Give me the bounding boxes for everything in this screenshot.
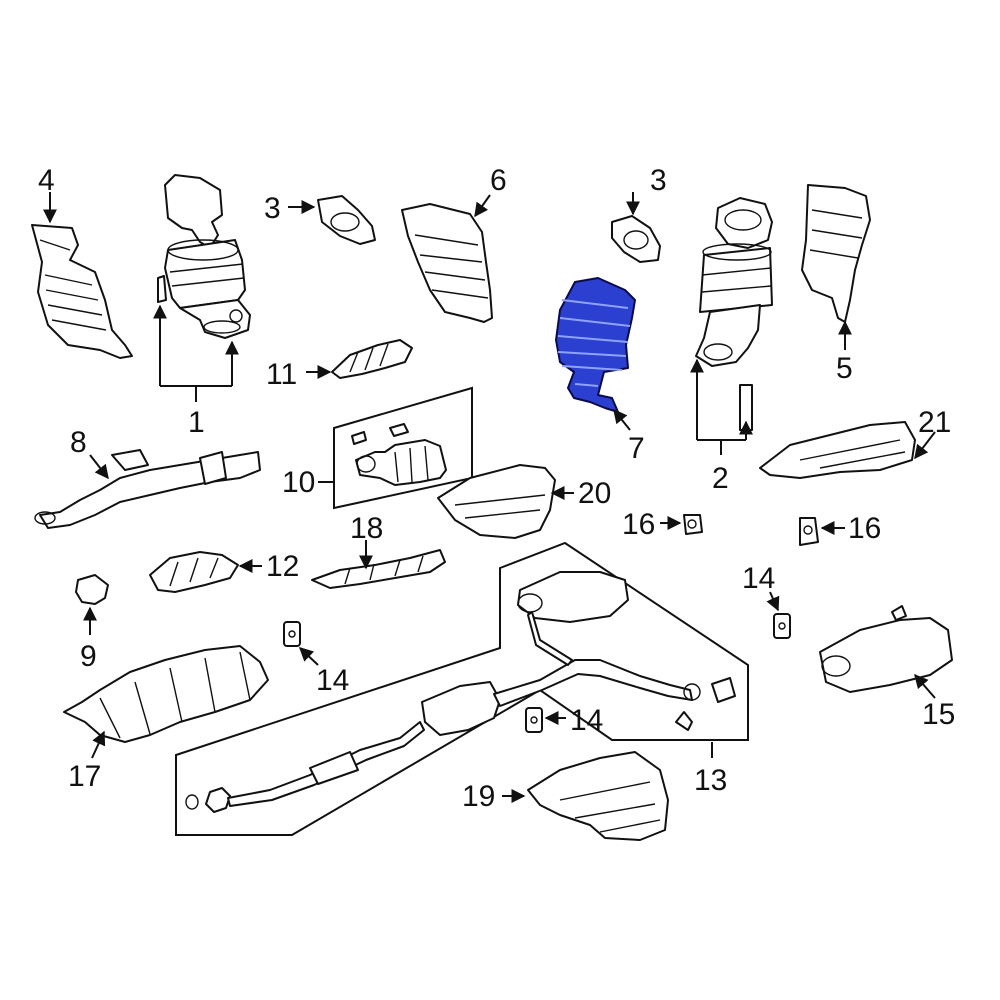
part-14-hanger-bottom[interactable] xyxy=(525,707,543,733)
part-19-heat-shield[interactable] xyxy=(527,751,669,841)
callout-10: 10 xyxy=(282,466,315,499)
part-17-heat-shield[interactable] xyxy=(63,645,269,743)
part-18-heat-shield[interactable] xyxy=(311,549,446,589)
part-15-muffler[interactable] xyxy=(819,605,953,693)
part-11-heat-shield[interactable] xyxy=(331,339,413,379)
part-12-heat-shield[interactable] xyxy=(149,551,239,593)
part-16-hanger-center[interactable] xyxy=(683,514,703,535)
leader-6 xyxy=(474,194,491,218)
part-21-heat-shield[interactable] xyxy=(759,421,916,479)
part-6-heat-shield[interactable] xyxy=(401,203,493,323)
part-14-hanger-right[interactable] xyxy=(773,613,791,639)
callout-8: 8 xyxy=(70,426,87,459)
callout-1: 1 xyxy=(188,406,205,439)
callout-14a: 14 xyxy=(316,664,349,697)
part-13-exhaust-pipe[interactable] xyxy=(185,571,736,813)
callout-16a: 16 xyxy=(622,508,655,541)
callout-17: 17 xyxy=(68,760,101,793)
callout-15: 15 xyxy=(922,698,955,731)
part-3-gasket-left[interactable] xyxy=(317,195,376,245)
callout-16b: 16 xyxy=(848,512,881,545)
part-4-heat-shield[interactable] xyxy=(31,224,133,359)
callout-2: 2 xyxy=(712,462,729,495)
callout-11: 11 xyxy=(266,358,297,391)
callout-7: 7 xyxy=(628,432,645,465)
callout-21: 21 xyxy=(918,406,951,439)
callout-20: 20 xyxy=(578,477,611,510)
callout-19: 19 xyxy=(462,780,495,813)
callout-14b: 14 xyxy=(742,562,775,595)
callout-14c: 14 xyxy=(570,704,603,737)
leader-14a xyxy=(298,647,319,666)
part-14-hanger-left[interactable] xyxy=(283,621,301,647)
callout-4: 4 xyxy=(38,164,55,197)
callout-9: 9 xyxy=(80,640,97,673)
callout-6: 6 xyxy=(490,164,507,197)
leader-21 xyxy=(914,431,936,460)
callout-18: 18 xyxy=(350,512,383,545)
part-16-hanger-right[interactable] xyxy=(799,517,819,546)
leader-15 xyxy=(914,673,936,699)
callout-12: 12 xyxy=(266,550,299,583)
callout-5: 5 xyxy=(836,352,853,385)
part-1-catalytic-converter[interactable] xyxy=(157,174,251,339)
part-8-front-pipe[interactable] xyxy=(34,449,261,529)
leader-7 xyxy=(613,408,631,431)
callout-13: 13 xyxy=(694,764,727,797)
callout-3a: 3 xyxy=(264,192,281,225)
part-20-heat-shield[interactable] xyxy=(437,464,556,539)
part-2-catalytic-converter[interactable] xyxy=(695,197,773,431)
part-5-heat-shield[interactable] xyxy=(801,184,871,323)
part-9-bracket[interactable] xyxy=(75,574,109,605)
part-3-gasket-right[interactable] xyxy=(611,215,661,263)
part-10-flex-joint[interactable] xyxy=(351,423,447,486)
callout-3b: 3 xyxy=(650,164,667,197)
leader-14b xyxy=(766,591,780,612)
part-13-group-box xyxy=(175,541,749,836)
part-7-heat-shield-highlighted[interactable] xyxy=(555,277,636,413)
leader-8 xyxy=(89,454,109,480)
leader-17 xyxy=(91,730,106,759)
